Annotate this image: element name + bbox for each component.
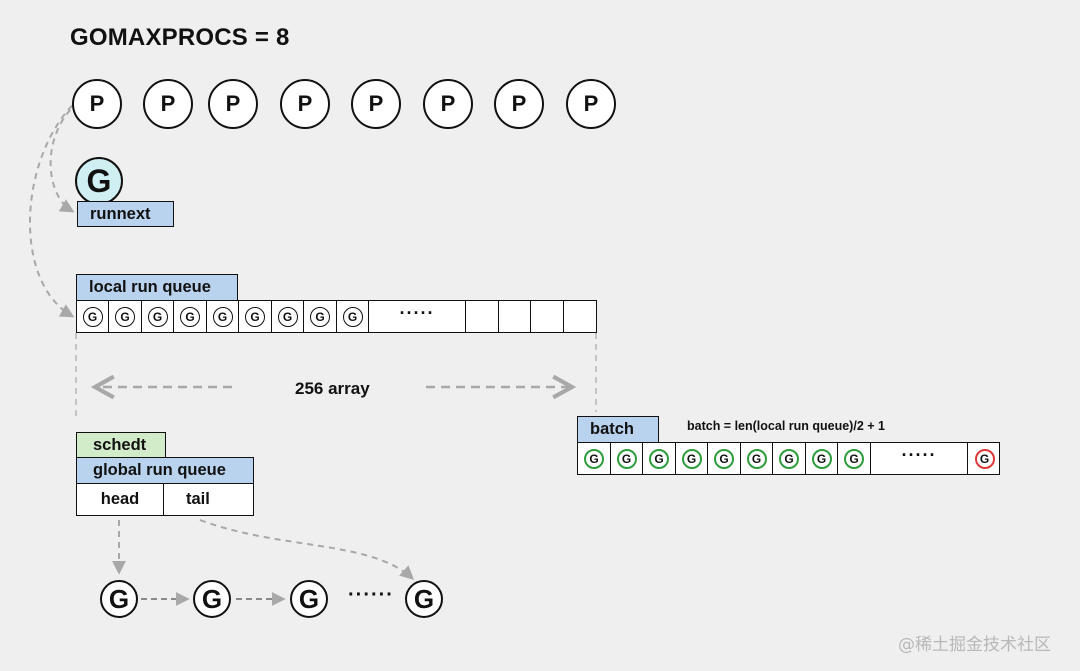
processor-circle: P	[351, 79, 401, 129]
queue-slot: G	[109, 301, 142, 332]
global-queue-goroutine: G	[100, 580, 138, 618]
batch-slot: G	[741, 443, 773, 474]
queue-slot-ellipsis: ·····	[369, 301, 466, 332]
watermark: @稀土掘金技术社区	[898, 635, 1051, 655]
batch-slot: G	[611, 443, 643, 474]
local-run-queue-label: local run queue	[76, 274, 238, 301]
goroutine-icon: G	[779, 448, 799, 469]
goroutine-icon: G	[180, 306, 200, 327]
queue-slot: G	[304, 301, 337, 332]
queue-slot-empty	[466, 301, 499, 332]
goroutine-icon: G	[277, 306, 298, 327]
batch-slot: G	[676, 443, 708, 474]
goroutine-icon: G	[681, 448, 702, 469]
batch-label: batch	[577, 416, 659, 443]
global-queue-ellipsis: ······	[348, 584, 394, 606]
processor-circle: P	[494, 79, 544, 129]
queue-slot: G	[142, 301, 174, 332]
queue-slot-empty	[499, 301, 531, 332]
goroutine-icon: G	[746, 448, 767, 469]
tail-to-last-arrow	[199, 519, 415, 580]
queue-slot: G	[272, 301, 304, 332]
ellipsis: ·····	[399, 303, 435, 323]
goroutine-icon: G	[584, 448, 604, 469]
queue-slot: G	[239, 301, 272, 332]
runnext-label: runnext	[77, 201, 174, 227]
page-title: GOMAXPROCS = 8	[70, 24, 290, 51]
head-field: head	[76, 483, 164, 516]
global-queue-goroutine: G	[405, 580, 443, 618]
queue-slot-empty	[531, 301, 564, 332]
goroutine-icon: G	[245, 306, 265, 327]
global-queue-goroutine: G	[290, 580, 328, 618]
processor-circle: P	[72, 79, 122, 129]
queue-slot: G	[77, 301, 109, 332]
goroutine-icon: G	[342, 306, 363, 327]
global-run-queue-label: global run queue	[76, 457, 254, 484]
batch-queue: G G G G G G G G G ····· G	[577, 442, 1000, 475]
array-size-label: 256 array	[295, 379, 370, 398]
goroutine-icon: G	[212, 306, 233, 327]
goroutine-icon: G	[844, 448, 864, 469]
p-to-local-queue-arrow	[29, 97, 81, 318]
global-queue-goroutine: G	[193, 580, 231, 618]
goroutine-icon: G	[974, 448, 995, 469]
queue-slot-empty	[564, 301, 596, 332]
p-to-runnext-arrow	[49, 101, 79, 213]
local-run-queue: G G G G G G G G G ·····	[76, 300, 597, 333]
goroutine-icon: G	[811, 448, 832, 469]
batch-slot: G	[838, 443, 871, 474]
batch-slot: G	[708, 443, 741, 474]
goroutine-icon: G	[310, 306, 330, 327]
processor-circle: P	[208, 79, 258, 129]
tail-field: tail	[163, 483, 254, 516]
schedt-label: schedt	[76, 432, 166, 458]
batch-formula: batch = len(local run queue)/2 + 1	[687, 419, 885, 433]
batch-slot: G	[773, 443, 806, 474]
processor-circle: P	[423, 79, 473, 129]
queue-slot: G	[174, 301, 207, 332]
goroutine-icon: G	[616, 448, 637, 469]
processor-circle: P	[280, 79, 330, 129]
ellipsis: ·····	[901, 445, 937, 465]
processor-circle: P	[566, 79, 616, 129]
batch-slot-ellipsis: ·····	[871, 443, 968, 474]
goroutine-icon: G	[147, 306, 168, 327]
goroutine-icon: G	[82, 306, 103, 327]
runnext-goroutine: G	[75, 157, 123, 205]
goroutine-icon: G	[115, 306, 135, 327]
batch-slot: G	[806, 443, 838, 474]
goroutine-icon: G	[649, 448, 669, 469]
batch-slot: G	[578, 443, 611, 474]
goroutine-icon: G	[714, 448, 734, 469]
batch-slot-last: G	[968, 443, 1001, 474]
queue-slot: G	[337, 301, 369, 332]
batch-slot: G	[643, 443, 676, 474]
processor-circle: P	[143, 79, 193, 129]
queue-slot: G	[207, 301, 239, 332]
